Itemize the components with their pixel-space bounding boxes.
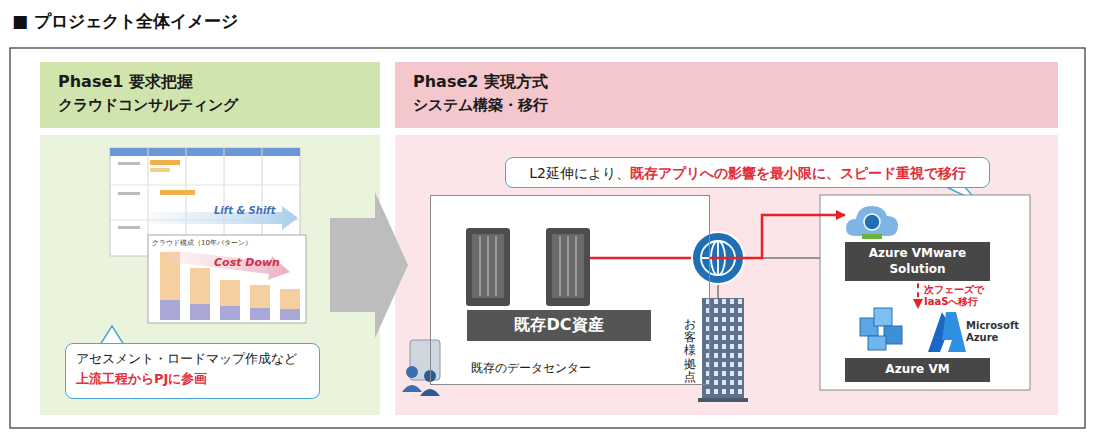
node-text: アセスメント・ロードマップ作成など (76, 351, 309, 368)
callout-box: アセスメント・ロードマップ作成など上流工程からPJに参画 (65, 343, 320, 399)
node-text: Phase2 実現方式 (413, 72, 1040, 93)
avs-icon (846, 206, 898, 239)
node-text: 既存のデータセンター (471, 361, 709, 377)
phase-header: Phase1 要求把握クラウドコンサルティング (40, 62, 380, 128)
cost-chart (148, 235, 306, 323)
network-line (717, 284, 719, 298)
connector (710, 215, 845, 258)
azure-logo (928, 312, 966, 352)
service-node: Azure VM (845, 308, 990, 382)
node-text: Azure VM (845, 358, 990, 382)
outer-frame (10, 48, 1085, 428)
sheet-label: クラウド構成（10年パターン） (152, 238, 252, 248)
service-node: Azure VMware Solution (845, 200, 990, 281)
edge-label: 次フェーズで IaaSへ移行 (924, 284, 988, 308)
azure-box (820, 195, 1030, 390)
node-text: システム構築・移行 (413, 96, 1040, 116)
node-text: クラウドコンサルティング (58, 96, 362, 116)
node-text: 上流工程からPJに参画 (76, 371, 309, 388)
node-text: L2延伸により、 (529, 165, 630, 181)
callout-box: L2延伸により、既存アプリへの影響を最小限に、スピード重視で移行 (505, 157, 990, 188)
node-text: 既存アプリへの影響を最小限に、スピード重視で移行 (630, 165, 966, 181)
dc-ground (430, 195, 710, 385)
phase1-body (40, 135, 380, 415)
asset-label: 既存DC資産 (467, 310, 651, 341)
datacenter-box: 既存のデータセンター 既存DC資産 (430, 195, 710, 385)
vertical-label: お客様拠点 (684, 318, 696, 384)
phase-header: Phase2 実現方式システム構築・移行 (395, 62, 1058, 128)
logo-text: Microsoft Azure (966, 320, 1018, 344)
phase2-body (395, 135, 1058, 415)
sheet-label: Cost Down (214, 256, 280, 269)
vm-icon (860, 308, 902, 350)
node-text: Phase1 要求把握 (58, 72, 362, 93)
node-text: 既存DC資産 (471, 315, 647, 336)
server-icon (466, 228, 590, 306)
connector (917, 283, 919, 308)
node-text: Azure VMware Solution (845, 242, 990, 281)
people-icon (402, 340, 440, 396)
sheet-label: Lift & Shift (214, 205, 276, 216)
customer-building (698, 298, 748, 402)
page-title: ■ プロジェクト全体イメージ (12, 10, 238, 33)
phase-arrow (330, 192, 408, 338)
